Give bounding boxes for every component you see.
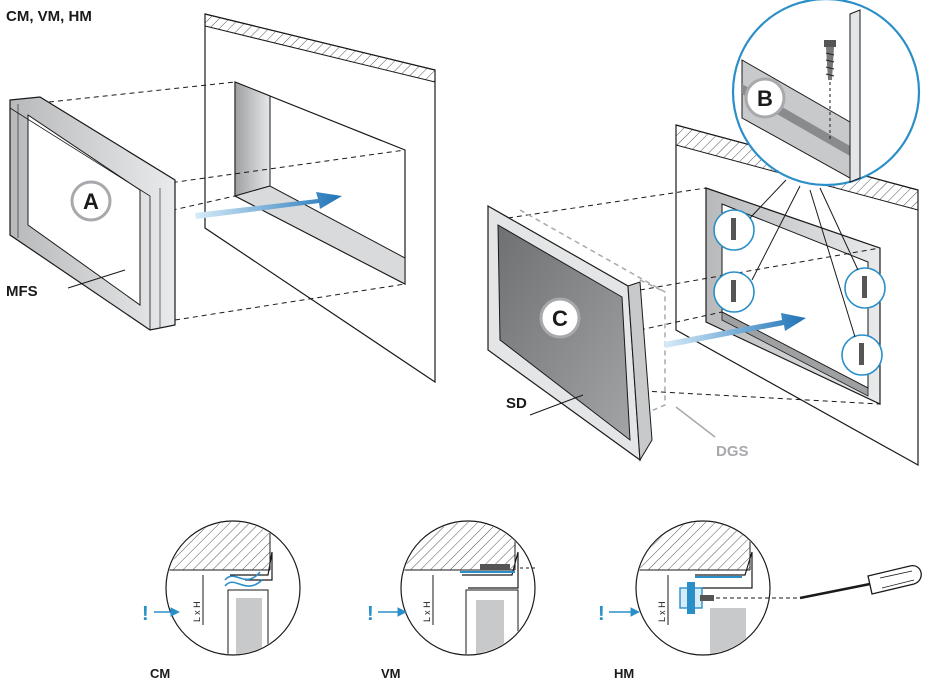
exclamation-vm: ! — [367, 603, 374, 625]
detail-hm — [635, 520, 771, 656]
callout-b-label: B — [757, 86, 773, 111]
guide-lines-right — [507, 187, 881, 405]
detail-vm — [400, 520, 536, 656]
insert-arrow-right — [664, 313, 806, 348]
label-mfs: MFS — [6, 283, 38, 300]
leader-lines-b — [749, 179, 859, 338]
title-text: CM, VM, HM — [6, 8, 92, 25]
leader-mfs — [67, 269, 126, 289]
callout-c-label: C — [552, 306, 568, 331]
callout-b: B — [744, 77, 786, 119]
leader-sd — [529, 394, 584, 416]
screwdriver-icon — [799, 565, 922, 600]
callout-a-label: A — [83, 189, 99, 214]
leader-dgs — [675, 406, 716, 438]
callout-a: A — [70, 180, 112, 222]
magnifier-b — [731, 0, 921, 187]
exclamation-cm: ! — [142, 603, 149, 625]
label-sd: SD — [506, 395, 527, 412]
callout-c: C — [539, 297, 581, 339]
lxh-cm: L x H — [192, 601, 202, 622]
caption-cm: CM — [150, 666, 170, 681]
insert-arrow-left — [195, 192, 342, 219]
screw-icons-small — [731, 218, 867, 365]
screw-icon — [824, 40, 836, 80]
caption-vm: VM — [381, 666, 401, 681]
lxh-vm: L x H — [422, 601, 432, 622]
exclamation-hm: ! — [598, 603, 605, 625]
detail-cm — [165, 520, 301, 656]
label-dgs: DGS — [716, 443, 749, 460]
lxh-hm: L x H — [657, 601, 667, 622]
caption-hm: HM — [614, 666, 634, 681]
